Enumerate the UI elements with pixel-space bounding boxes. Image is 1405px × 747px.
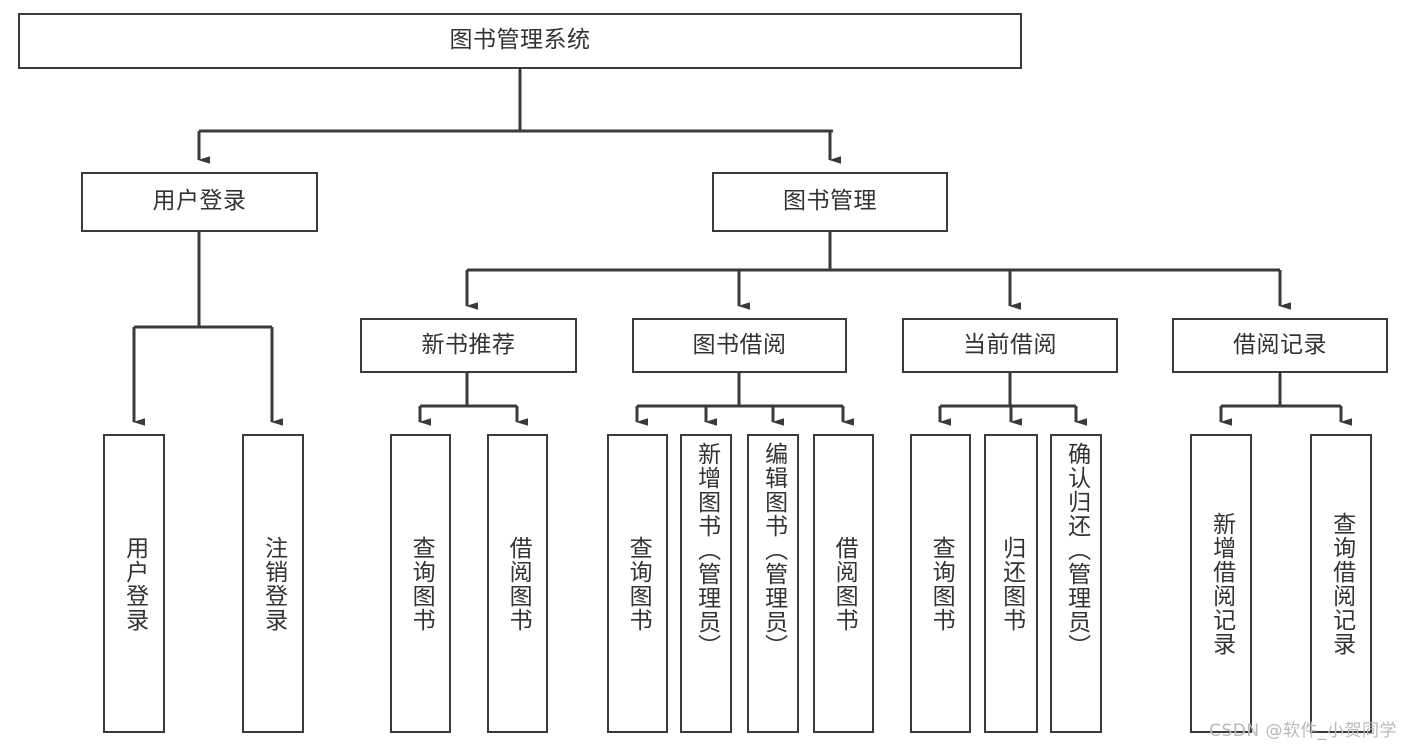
leaf-borrow-book-1[interactable]: 借阅图书 [487, 434, 548, 733]
watermark: CSDN @软件_小贺同学 [1209, 721, 1397, 741]
leaf-user-login-label: 用户登录 [121, 535, 148, 632]
node-new-book-recommend-label: 新书推荐 [421, 331, 516, 358]
leaf-confirm-return-label: 确认归还（管理员） [1063, 442, 1090, 658]
leaf-add-record[interactable]: 新增借阅记录 [1190, 434, 1252, 733]
leaf-query-book-3-label: 查询图书 [928, 535, 955, 632]
node-current-borrow[interactable]: 当前借阅 [902, 318, 1118, 373]
leaf-logout[interactable]: 注销登录 [242, 434, 304, 733]
leaf-edit-book-label: 编辑图书（管理员） [760, 442, 787, 658]
node-book-borrow-label: 图书借阅 [692, 331, 787, 358]
leaf-query-record-label: 查询借阅记录 [1328, 511, 1355, 656]
node-new-book-recommend[interactable]: 新书推荐 [360, 318, 577, 373]
node-user-login[interactable]: 用户登录 [81, 172, 318, 232]
node-current-borrow-label: 当前借阅 [963, 331, 1057, 358]
node-book-borrow[interactable]: 图书借阅 [632, 318, 847, 373]
node-user-login-label: 用户登录 [152, 188, 247, 215]
node-book-manage-label: 图书管理 [783, 188, 877, 215]
leaf-borrow-book-2[interactable]: 借阅图书 [813, 434, 874, 733]
leaf-return-book[interactable]: 归还图书 [984, 434, 1038, 733]
leaf-edit-book[interactable]: 编辑图书（管理员） [747, 434, 799, 733]
leaf-add-record-label: 新增借阅记录 [1208, 511, 1235, 656]
leaf-add-book-label: 新增图书（管理员） [693, 442, 720, 658]
leaf-user-login[interactable]: 用户登录 [103, 434, 165, 733]
node-borrow-record-label: 借阅记录 [1233, 331, 1327, 358]
leaf-confirm-return[interactable]: 确认归还（管理员） [1050, 434, 1102, 733]
leaf-borrow-book-1-label: 借阅图书 [505, 535, 532, 632]
leaf-add-book[interactable]: 新增图书（管理员） [680, 434, 732, 733]
leaf-logout-label: 注销登录 [260, 535, 287, 632]
leaf-return-book-label: 归还图书 [998, 535, 1025, 632]
leaf-query-record[interactable]: 查询借阅记录 [1310, 434, 1372, 733]
node-borrow-record[interactable]: 借阅记录 [1172, 318, 1388, 373]
node-root-label: 图书管理系统 [449, 27, 591, 54]
leaf-query-book-2[interactable]: 查询图书 [607, 434, 668, 733]
node-book-manage[interactable]: 图书管理 [712, 172, 948, 232]
leaf-query-book-1-label: 查询图书 [408, 535, 435, 632]
leaf-query-book-2-label: 查询图书 [625, 535, 652, 632]
leaf-borrow-book-2-label: 借阅图书 [831, 535, 858, 632]
node-root[interactable]: 图书管理系统 [18, 13, 1022, 69]
leaf-query-book-1[interactable]: 查询图书 [390, 434, 451, 733]
leaf-query-book-3[interactable]: 查询图书 [910, 434, 971, 733]
